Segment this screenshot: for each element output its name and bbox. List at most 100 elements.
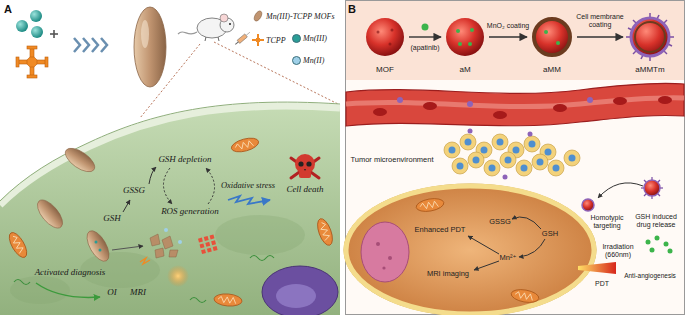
entering-particle-part: [582, 199, 594, 211]
legend-icon-part: [256, 38, 260, 42]
blood-vessel: [346, 83, 684, 126]
mof-entering-part: [83, 227, 114, 264]
tcpp-molecule-part: [18, 60, 27, 64]
mof-entering-part: [95, 241, 98, 244]
annotation-label: Homotypic targeting: [586, 214, 628, 229]
annotation-label: Cell death: [286, 185, 323, 195]
annotation-label: GSSG: [123, 186, 145, 196]
mitochondria-b-part-part: [510, 288, 540, 305]
tcpp-fragments: [198, 234, 218, 254]
synthesis-chevrons-part: [92, 38, 98, 52]
mitochondria-part: [230, 136, 260, 155]
mitochondria-b-part: [415, 197, 445, 214]
panel-letter: B: [348, 3, 356, 15]
cell-b-arrows-part: [474, 261, 499, 270]
am-sphere-part: [446, 18, 484, 56]
legend-entry: Mn(III)-TCPP MOFs: [252, 10, 335, 22]
nucleus-b-part: [388, 256, 392, 260]
amm-sphere-part: [534, 19, 570, 55]
panel-b: [344, 1, 685, 315]
particle-name: aMMTm: [635, 66, 664, 76]
drug-dots-part: [646, 240, 651, 245]
panel-letter: A: [4, 3, 12, 15]
circulating-particle: [641, 177, 663, 199]
particle-name: MOF: [376, 66, 394, 76]
tcpp-molecule-part: [16, 57, 19, 67]
legend-text: Mn(II): [303, 56, 324, 65]
annotation-label: PDT: [595, 280, 609, 288]
nucleus-b-part: [361, 222, 409, 282]
legend-icon-part: [257, 42, 259, 46]
process-arrow: [489, 36, 527, 37]
tumor-nuclei-part: [513, 147, 520, 154]
mitochondria-part-part: [235, 140, 254, 150]
ammtm-sphere-part: [631, 18, 669, 56]
apatinib-dot: [422, 24, 429, 31]
panel-border: [346, 1, 685, 315]
mouse-part: [229, 23, 231, 25]
ammtm-sphere: [626, 13, 674, 61]
drug-dots-part: [655, 236, 660, 241]
syringe-part: [235, 42, 238, 45]
amm-sphere: [534, 19, 570, 55]
tcpp-fragments-part: [198, 238, 203, 243]
annotation-label: Mn²⁺: [500, 254, 517, 262]
fluorescence-glow: [167, 265, 189, 287]
mitochondria-part-part: [315, 217, 336, 247]
drug-dots-part: [668, 249, 673, 254]
tumor-cells-part: [468, 152, 484, 168]
tcpp-molecule-part: [27, 75, 37, 78]
tcpp-fragments-part: [211, 240, 216, 245]
cell-b-arrows: [468, 217, 545, 270]
am-sphere-part: [456, 29, 460, 33]
extravasated-particles-part: [468, 129, 473, 134]
blood-vessel-part: [493, 111, 507, 119]
particle-node: aMM: [528, 13, 576, 76]
cell-a-part: [0, 106, 340, 205]
tumor-cells-part: [444, 142, 460, 158]
ammtm-sphere-part: [635, 22, 665, 52]
mitochondria-b-part-part: [420, 201, 439, 210]
targeting-arrow: [598, 183, 643, 198]
mof-degradation: [140, 228, 182, 264]
mof-sphere-part: [389, 43, 392, 46]
legend-entry: TCPP: [252, 34, 286, 46]
synthesis-chevrons-part: [101, 38, 107, 52]
mitochondria-b: [415, 197, 540, 305]
am-sphere-part: [468, 42, 472, 46]
legend-icon-part: [257, 34, 259, 38]
tumor-nuclei-part: [521, 165, 528, 172]
tumor-nuclei-part: [505, 157, 512, 164]
cell-a-part: [215, 215, 305, 255]
blood-vessel-part: [658, 96, 672, 104]
mof-sphere-part: [366, 18, 404, 56]
edge-label: MnO₂ coating: [487, 22, 529, 30]
mouse-part: [205, 37, 206, 41]
mof-degradation-part: [140, 258, 150, 264]
annotation-label: Irradiation (660nm): [597, 243, 639, 258]
annotation-label: GSH depletion: [158, 155, 211, 165]
mitochondria-part-part: [230, 136, 260, 155]
mitochondria-part-part: [214, 293, 243, 307]
redox-arrows-part: [36, 283, 100, 297]
tcpp-fragments-part: [201, 249, 206, 254]
circulating-particle-part-part: [644, 180, 646, 182]
legend-text: TCPP: [266, 36, 286, 45]
squiggles-part: [250, 256, 274, 261]
tcpp-molecule: [16, 46, 48, 78]
tumor-nuclei-part: [497, 139, 504, 146]
mouse-part: [178, 32, 197, 34]
tcpp-fragments-part: [210, 234, 215, 239]
edge-label: (apatinib): [410, 44, 439, 52]
am-sphere: [446, 18, 484, 56]
syringe-part: [246, 32, 250, 35]
tumor-cell-b: [344, 184, 596, 315]
legend-icon-part: [252, 39, 256, 41]
blood-vessel-part: [613, 97, 627, 105]
tumor-cell-b-part: [344, 184, 596, 315]
blood-vessel-part: [397, 97, 403, 103]
tcpp-fragments-part: [213, 246, 218, 251]
mof-rod: [134, 7, 166, 87]
mof-degradation-part: [150, 234, 160, 246]
cell-b-arrows-part: [512, 217, 541, 229]
